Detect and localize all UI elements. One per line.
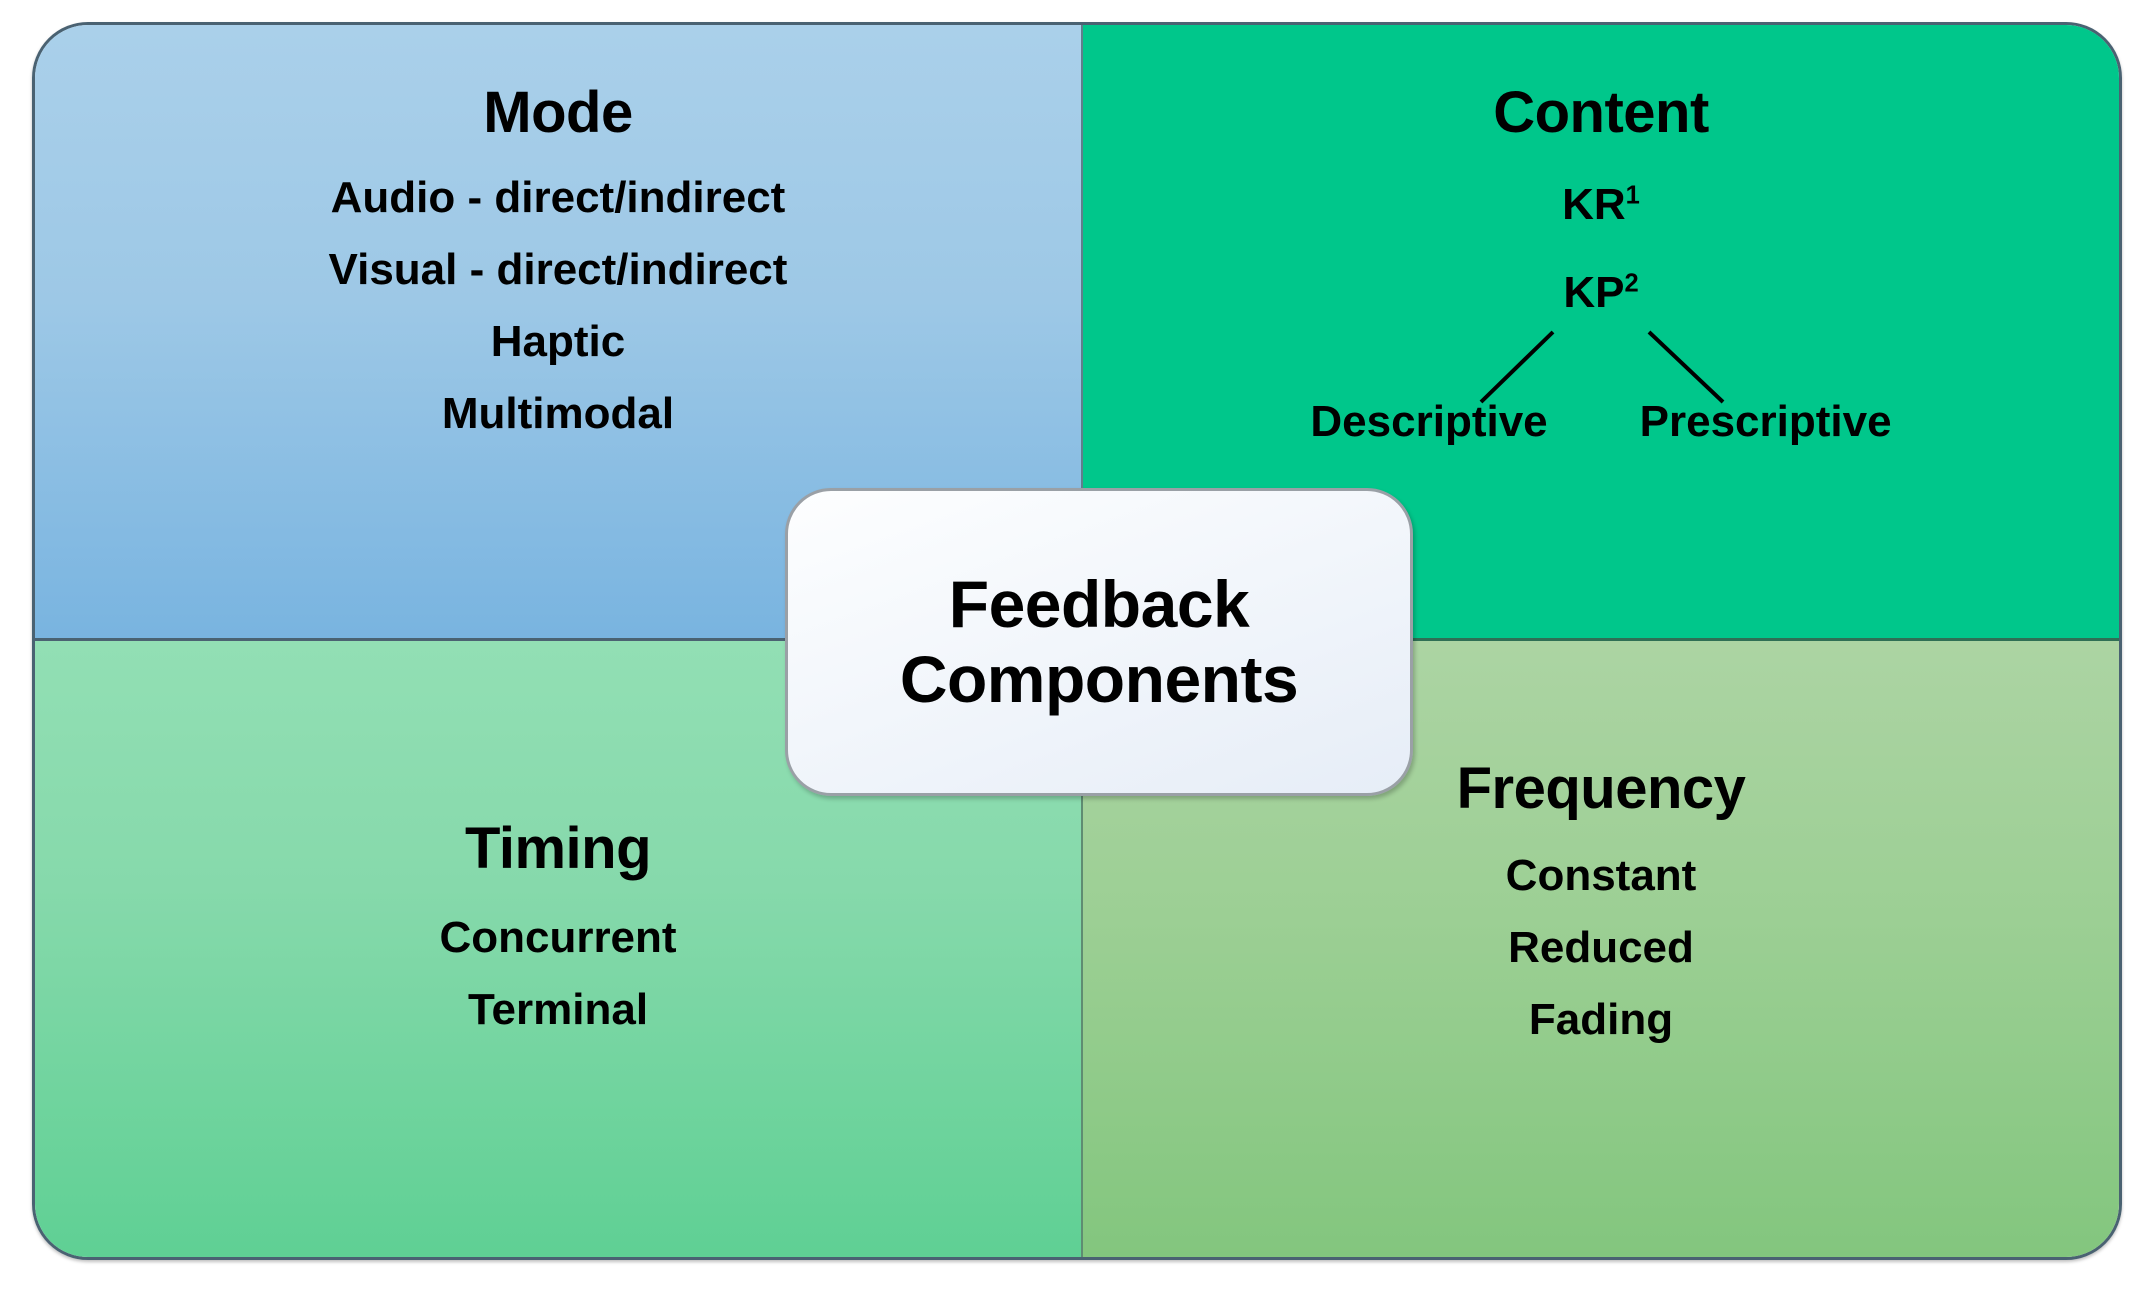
kr-label: KR — [1562, 179, 1626, 229]
content-item-kp: KP2 — [1083, 268, 2119, 318]
timing-title: Timing — [464, 816, 652, 881]
content-item-kr: KR1 — [1083, 170, 2119, 268]
center-callout-line2: Components — [899, 642, 1299, 716]
frequency-content: Frequency Constant Reduced Fading — [1083, 756, 2119, 1056]
center-callout-line1: Feedback — [948, 566, 1250, 641]
mode-content: Mode Audio - direct/indirect Visual - di… — [35, 80, 1081, 450]
kr-superscript: 1 — [1625, 181, 1640, 210]
content-branch-prescriptive: Prescriptive — [1639, 396, 1892, 446]
center-callout: Feedback Components — [785, 488, 1413, 796]
mode-item-haptic: Haptic — [490, 316, 626, 366]
kp-superscript: 2 — [1624, 269, 1639, 298]
mode-item-audio: Audio - direct/indirect — [330, 172, 786, 222]
content-title: Content — [1493, 80, 1709, 145]
content-content: Content KR1 KP2 Descriptive Prescriptive — [1083, 80, 2119, 446]
timing-item-terminal: Terminal — [467, 984, 649, 1034]
frequency-title: Frequency — [1456, 756, 1746, 821]
timing-content: Timing Concurrent Terminal — [35, 816, 1081, 1046]
branch-lines-icon — [1479, 330, 1725, 404]
content-branch-descriptive: Descriptive — [1310, 396, 1548, 446]
timing-item-concurrent: Concurrent — [439, 912, 677, 962]
frequency-item-fading: Fading — [1528, 994, 1674, 1044]
content-branch-labels: Descriptive Prescriptive — [1083, 396, 2119, 446]
frequency-item-constant: Constant — [1505, 850, 1697, 900]
mode-item-multimodal: Multimodal — [441, 388, 675, 438]
frequency-item-reduced: Reduced — [1508, 922, 1694, 972]
center-callout-text: Feedback Components — [899, 566, 1299, 717]
kp-label: KP — [1563, 267, 1625, 317]
quadrant-content: Content KR1 KP2 Descriptive Prescriptive — [1083, 25, 2119, 641]
kp-branch-connectors — [1083, 318, 2119, 436]
mode-title: Mode — [483, 80, 633, 145]
mode-item-visual: Visual - direct/indirect — [328, 244, 788, 294]
